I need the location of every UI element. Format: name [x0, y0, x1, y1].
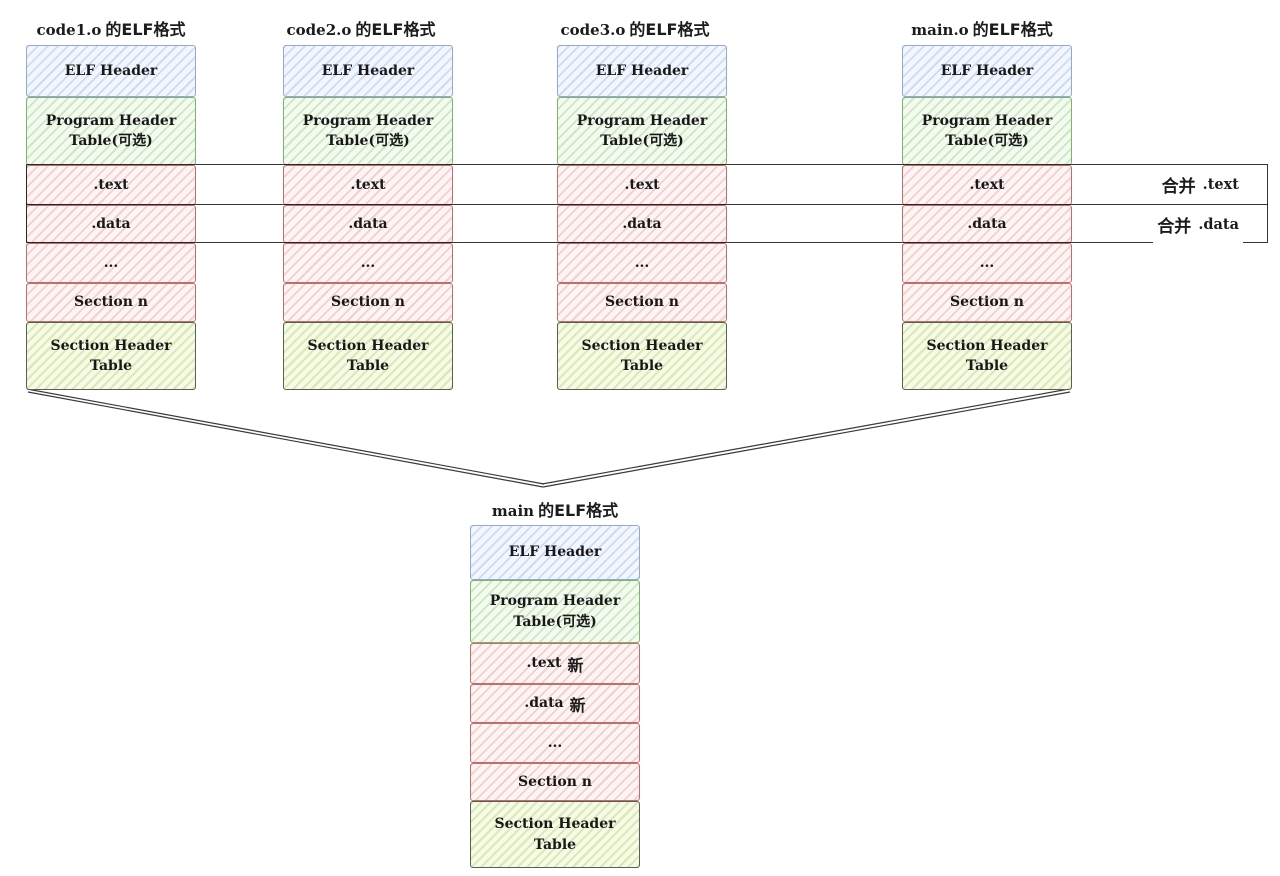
- row-text-section: .text: [283, 165, 453, 205]
- title-en: code2.o: [286, 21, 352, 39]
- merge-label-cjk: 合并: [1157, 217, 1192, 237]
- funnel-line-right-a: [541, 388, 1070, 485]
- row-ellipsis: ...: [470, 723, 640, 763]
- row-data-section: .data: [26, 205, 196, 243]
- row-elf-header: ELF Header: [26, 45, 196, 97]
- merge-band-divider: [26, 204, 1268, 205]
- title-cjk: 的ELF格式: [355, 20, 436, 39]
- row-program-header-table: Program Header Table(可选): [26, 97, 196, 165]
- funnel-line-left-b: [27, 391, 544, 488]
- row-program-header-table: Program Header Table(可选): [902, 97, 1072, 165]
- row-ellipsis: ...: [26, 243, 196, 283]
- merge-band: 合并 .text 合并 .data: [26, 164, 1268, 244]
- row-text-section: .text: [902, 165, 1072, 205]
- row-section-n: Section n: [557, 283, 727, 322]
- source-column-code2: ELF Header Program Header Table(可选) .tex…: [283, 45, 453, 390]
- merge-label-data: 合并 .data: [1153, 205, 1243, 244]
- row-ellipsis: ...: [902, 243, 1072, 283]
- funnel-line-right-b: [542, 391, 1071, 488]
- title-cjk: 的ELF格式: [105, 20, 186, 39]
- row-elf-header: ELF Header: [557, 45, 727, 97]
- funnel-line-left-a: [26, 388, 545, 485]
- merged-column-main: ELF Header Program Header Table(可选) .tex…: [470, 525, 640, 868]
- merge-label-en: .text: [1202, 176, 1239, 193]
- row-section-n: Section n: [902, 283, 1072, 322]
- source-column-maino: ELF Header Program Header Table(可选) .tex…: [902, 45, 1072, 390]
- source-column-code1: ELF Header Program Header Table(可选) .tex…: [26, 45, 196, 390]
- row-section-header-table: Section Header Table: [902, 322, 1072, 390]
- title-cjk: 的ELF格式: [629, 20, 710, 39]
- row-section-header-table: Section Header Table: [557, 322, 727, 390]
- merge-label-cjk: 合并: [1161, 177, 1196, 197]
- title-en: code3.o: [560, 21, 626, 39]
- row-section-header-table: Section Header Table: [283, 322, 453, 390]
- title-en: code1.o: [36, 21, 102, 39]
- row-elf-header: ELF Header: [470, 525, 640, 580]
- row-ellipsis: ...: [557, 243, 727, 283]
- title-cjk: 的ELF格式: [538, 501, 619, 520]
- merge-label-text: 合并 .text: [1157, 165, 1243, 204]
- row-elf-header: ELF Header: [283, 45, 453, 97]
- row-program-header-table: Program Header Table(可选): [470, 580, 640, 643]
- row-data-section: .data: [283, 205, 453, 243]
- row-section-n: Section n: [470, 763, 640, 801]
- row-data-section: .data: [557, 205, 727, 243]
- new-badge: 新: [569, 695, 586, 715]
- row-elf-header: ELF Header: [902, 45, 1072, 97]
- row-program-header-table: Program Header Table(可选): [557, 97, 727, 165]
- title-en: main: [491, 502, 535, 520]
- title-cjk: 的ELF格式: [972, 20, 1053, 39]
- row-section-n: Section n: [283, 283, 453, 322]
- funnel-lines: [26, 388, 1071, 488]
- row-program-header-table: Program Header Table(可选): [283, 97, 453, 165]
- row-section-n: Section n: [26, 283, 196, 322]
- row-section-header-table: Section Header Table: [470, 801, 640, 868]
- row-section-header-table: Section Header Table: [26, 322, 196, 390]
- merge-label-en: .data: [1198, 216, 1239, 233]
- new-badge: 新: [567, 655, 584, 675]
- row-ellipsis: ...: [283, 243, 453, 283]
- source-column-code3: ELF Header Program Header Table(可选) .tex…: [557, 45, 727, 390]
- row-data-section: .data: [902, 205, 1072, 243]
- title-en: main.o: [911, 21, 969, 39]
